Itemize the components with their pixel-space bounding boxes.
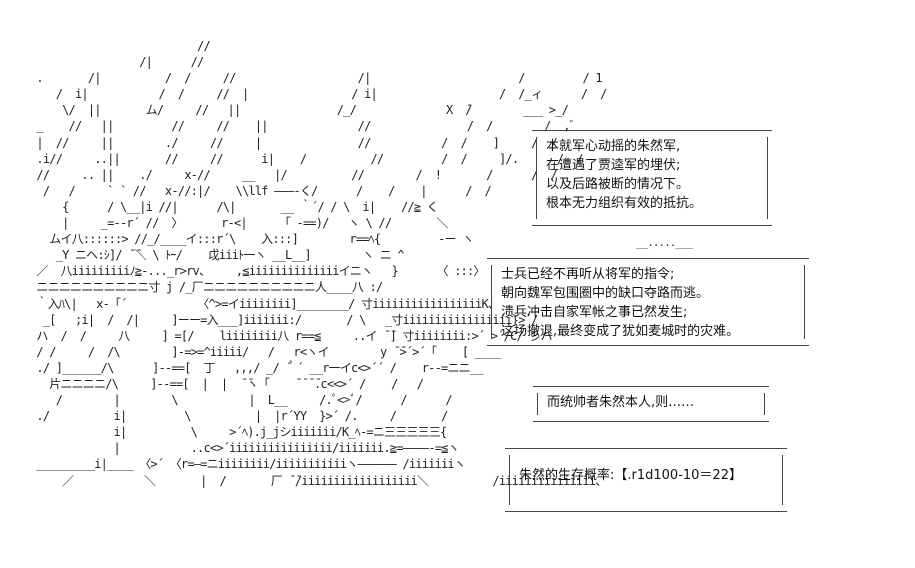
narration-line: 朝向魏军包围圈中的缺口夺路而逃。 — [501, 286, 710, 301]
narration-line: 本就军心动摇的朱然军, — [546, 139, 681, 154]
probability-box: 朱然的生存概率:【.r1d100-10＝22】 — [505, 448, 787, 512]
narration-box-2: 士兵已经不再听从将军的指令; 朝向魏军包围圈中的缺口夺路而逃。 溃兵冲击自家军帐… — [487, 258, 809, 346]
probability-line: 朱然的生存概率:【.r1d100-10＝22】 — [519, 468, 742, 483]
ascii-art-illustration: // /| // . /| / / // /| / / 1 / i| / / /… — [36, 39, 607, 488]
narration-line: 在遭遇了贾逵军的埋伏; — [546, 158, 681, 173]
decorative-dots: __.....___ — [636, 236, 693, 249]
narration-box-1: 本就军心动摇的朱然军, 在遭遇了贾逵军的埋伏; 以及后路被断的情况下。 根本无力… — [532, 130, 772, 226]
narration-line: 溃兵冲击自家军帐之事已然发生; — [501, 305, 688, 320]
narration-line: 士兵已经不再听从将军的指令; — [501, 267, 675, 282]
narration-box-3: 而统帅者朱然本人,则…… — [533, 386, 769, 422]
narration-line: 以及后路被断的情况下。 — [546, 177, 690, 192]
narration-line: 这场撤退,最终变成了犹如麦城时的灾难。 — [501, 324, 740, 339]
narration-line: 根本无力组织有效的抵抗。 — [546, 196, 703, 211]
narration-line: 而统帅者朱然本人,则…… — [547, 395, 695, 410]
